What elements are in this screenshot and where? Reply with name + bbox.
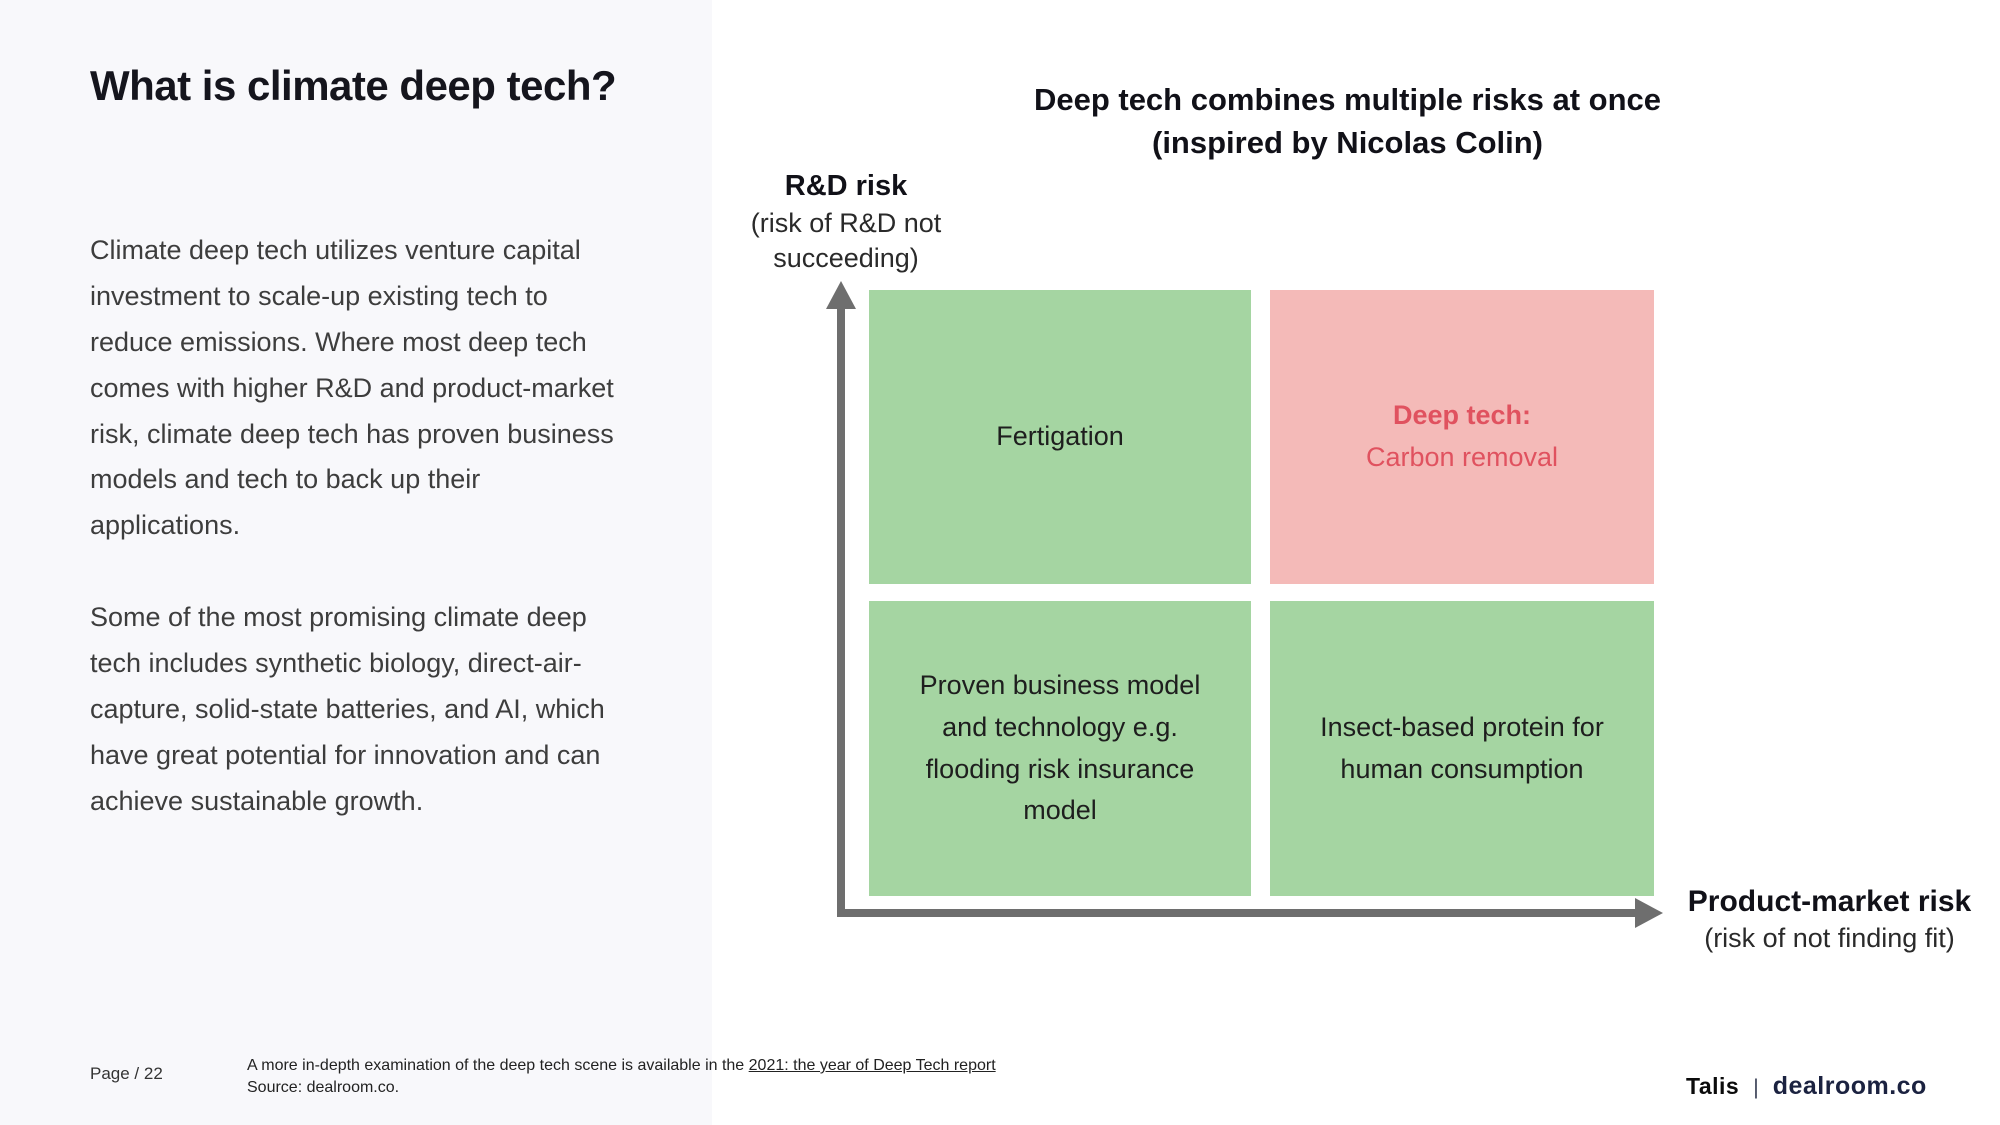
left-text-panel: What is climate deep tech? Climate deep … <box>0 0 712 1125</box>
talis-logo: Talis <box>1686 1073 1740 1099</box>
brand-separator: | <box>1753 1076 1759 1099</box>
quadrant-top-left-label: Fertigation <box>996 421 1124 452</box>
x-axis-line <box>837 909 1637 917</box>
examples-paragraph: Some of the most promising climate deep … <box>90 602 605 816</box>
deep-tech-heading: Deep tech: <box>1392 400 1532 431</box>
deep-tech-subtext: Carbon removal <box>1365 442 1559 472</box>
footnote-source: Source: dealroom.co. <box>247 1078 400 1096</box>
quadrant-bottom-right: Insect-based protein for human consumpti… <box>1270 601 1654 896</box>
intro-paragraph: Climate deep tech utilizes venture capit… <box>90 235 614 541</box>
quadrant-top-right-label: Deep tech: Carbon removal <box>1366 395 1558 479</box>
footnote: A more in-depth examination of the deep … <box>247 1055 1007 1098</box>
dealroom-logo: dealroom.co <box>1772 1072 1927 1100</box>
y-axis-subtitle: (risk of R&D not succeeding) <box>750 207 942 273</box>
quadrant-bottom-right-label: Insect-based protein for human consumpti… <box>1320 711 1604 784</box>
y-axis-line <box>837 303 845 917</box>
footnote-text: A more in-depth examination of the deep … <box>247 1057 749 1074</box>
quadrant-top-left: Fertigation <box>869 290 1251 584</box>
x-axis-title: Product-market risk <box>1687 885 1972 918</box>
quadrant-bottom-left: Proven business model and technology e.g… <box>869 601 1251 896</box>
chart-title: Deep tech combines multiple risks at onc… <box>760 78 1935 165</box>
deep-tech-report-link[interactable]: 2021: the year of Deep Tech report <box>748 1057 996 1074</box>
x-axis-subtitle: (risk of not finding fit) <box>1704 923 1955 953</box>
chart-title-line2: (inspired by Nicolas Colin) <box>1152 125 1543 161</box>
page-title: What is climate deep tech? <box>90 62 617 109</box>
quadrant-bottom-left-label: Proven business model and technology e.g… <box>919 669 1201 826</box>
y-axis-title: R&D risk <box>784 170 908 202</box>
x-axis-label: Product-market risk (risk of not finding… <box>1672 882 1987 956</box>
quadrant-top-right: Deep tech: Carbon removal <box>1270 290 1654 584</box>
page-number: Page / 22 <box>90 1064 163 1083</box>
x-axis-arrow-icon <box>1635 898 1663 928</box>
y-axis-label: R&D risk (risk of R&D not succeeding) <box>726 168 966 276</box>
chart-title-line1: Deep tech combines multiple risks at onc… <box>1033 82 1662 117</box>
brand-logos: Talis | dealroom.co <box>1686 1072 1966 1101</box>
